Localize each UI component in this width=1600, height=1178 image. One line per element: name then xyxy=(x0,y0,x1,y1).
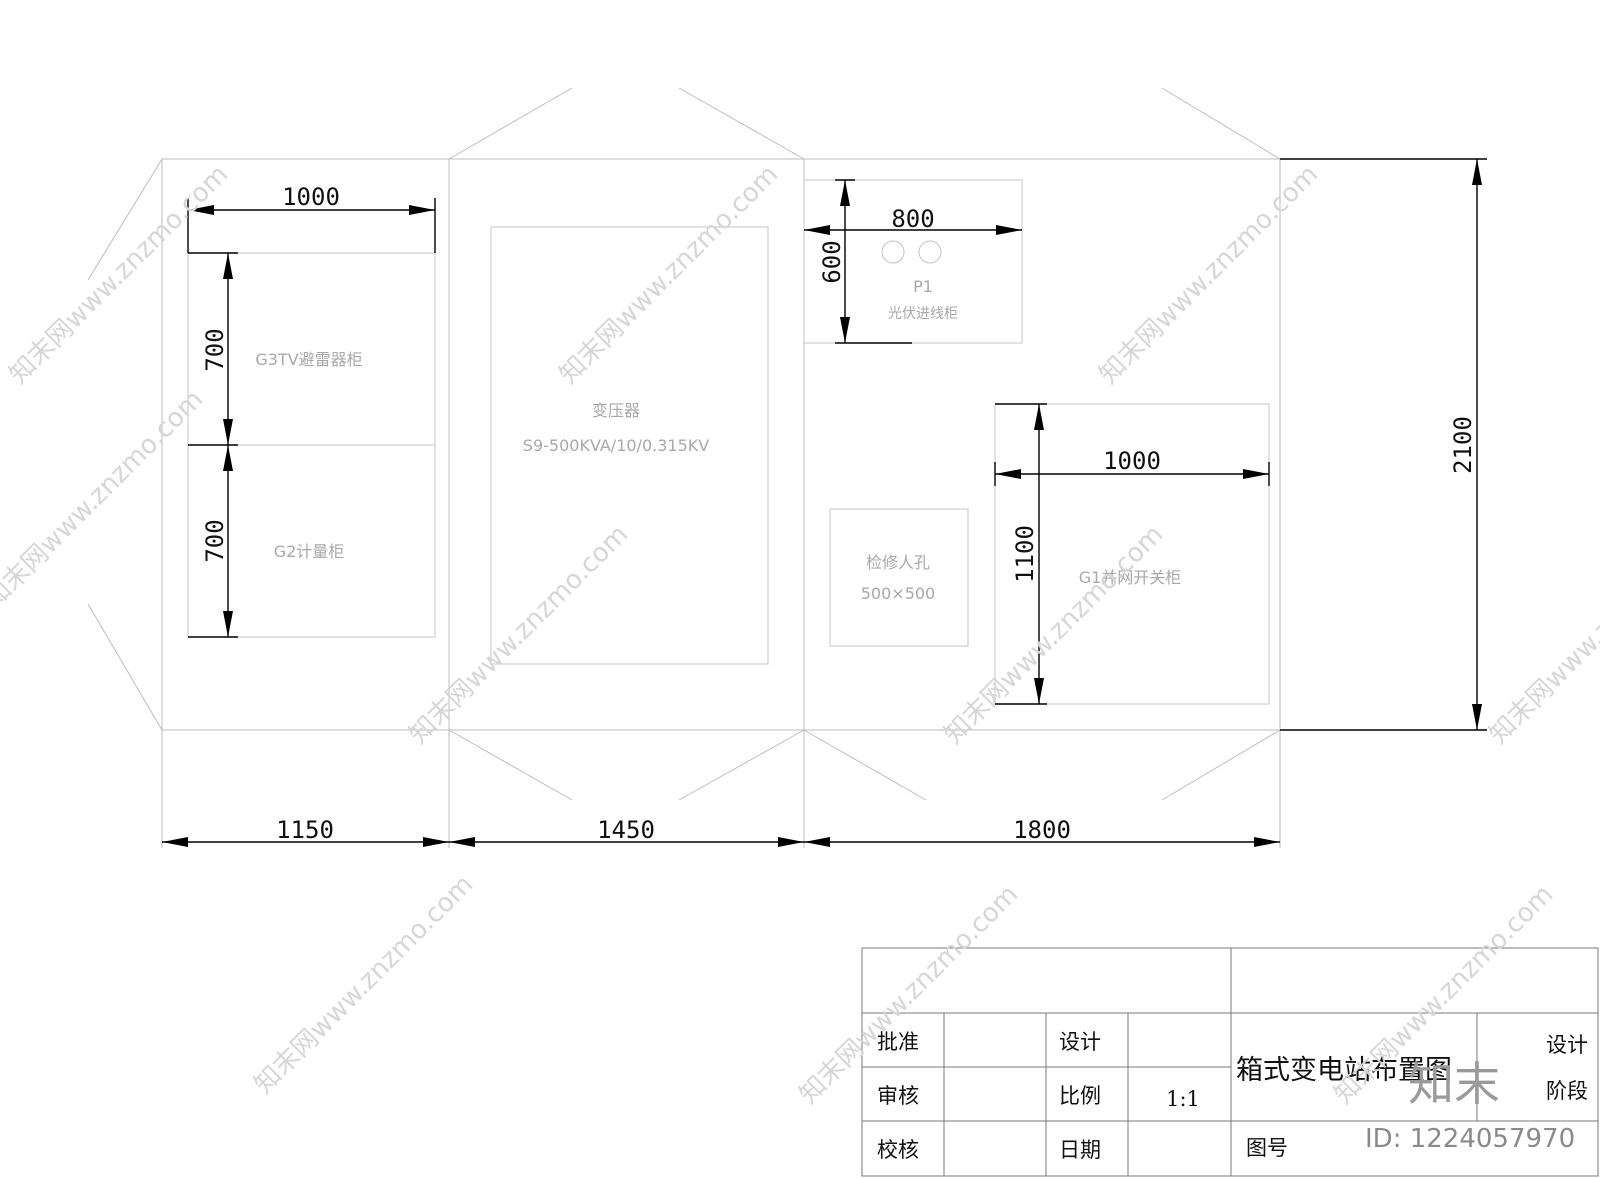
watermark-text: 知末网www.znzmo.com xyxy=(249,869,480,1100)
watermark-text: 知末网www.znzmo.com xyxy=(1484,519,1600,750)
manhole-box xyxy=(829,508,969,647)
g1-cabinet xyxy=(994,403,1270,705)
enclosure-outline xyxy=(87,87,1281,848)
dimension-lines xyxy=(162,158,1487,847)
cabinet-boxes xyxy=(187,179,1270,705)
enclosure-body xyxy=(161,158,1281,731)
dim-p1-width: 800 xyxy=(891,205,934,233)
dim-section-3: 1800 xyxy=(1013,816,1071,844)
watermark-text: 知末网www.znzmo.com xyxy=(794,879,1025,1110)
dim-section-2: 1450 xyxy=(597,816,655,844)
tb-approve: 批准 xyxy=(877,1030,919,1054)
tb-scale-value: 1:1 xyxy=(1166,1087,1200,1111)
p1-terminal-circle xyxy=(918,240,942,264)
roof-line xyxy=(678,87,805,160)
p1-code: P1 xyxy=(913,277,933,296)
watermark-text: 知末网www.znzmo.com xyxy=(554,159,785,390)
watermarks: 知末网www.znzmo.com 知末网www.znzmo.com 知末网www… xyxy=(0,159,1600,1154)
p1-name: 光伏进线柜 xyxy=(888,306,958,322)
transformer-box xyxy=(490,226,769,665)
tb-drawing-no-label: 图号 xyxy=(1246,1136,1288,1160)
watermark-text: 知末网www.znzmo.com xyxy=(939,519,1170,750)
p1-cabinet xyxy=(803,179,1023,344)
dim-p1-height: 600 xyxy=(818,240,846,283)
tb-drawing-title: 箱式变电站布置图 xyxy=(1236,1055,1452,1086)
dim-section-1: 1150 xyxy=(276,816,334,844)
dim-g1-width: 1000 xyxy=(1103,447,1161,475)
transformer-name: 变压器 xyxy=(592,401,640,420)
tb-design: 设计 xyxy=(1059,1030,1101,1054)
roof-line xyxy=(87,158,163,281)
roof-line xyxy=(1161,87,1281,160)
dim-g3-width: 1000 xyxy=(282,183,340,211)
manhole-size: 500×500 xyxy=(861,584,935,603)
roof-line xyxy=(87,603,163,731)
dim-total-height: 2100 xyxy=(1449,416,1477,474)
roof-line xyxy=(448,87,573,160)
dim-g3-height: 700 xyxy=(201,328,229,371)
floor-line xyxy=(678,729,805,801)
g3-label: G3TV避雷器柜 xyxy=(255,350,362,369)
g2-cabinet xyxy=(187,444,436,638)
tb-design-stage-2: 阶段 xyxy=(1546,1079,1588,1103)
tb-scale-label: 比例 xyxy=(1059,1084,1101,1108)
dim-g1-height: 1100 xyxy=(1011,525,1039,583)
tb-design-stage-1: 设计 xyxy=(1546,1033,1588,1057)
watermark-logo: 知末 xyxy=(1408,1057,1500,1111)
dim-g2-height: 700 xyxy=(201,519,229,562)
watermark-text: 知末网www.znzmo.com xyxy=(0,384,209,615)
manhole-name: 检修人孔 xyxy=(866,553,930,572)
p1-terminal-circle xyxy=(881,240,905,264)
tb-check: 校核 xyxy=(877,1138,919,1162)
tb-review: 审核 xyxy=(877,1084,919,1108)
floor-line xyxy=(803,729,927,801)
g1-label: G1并网开关柜 xyxy=(1079,568,1182,587)
title-block: 批准 审核 校核 设计 比例 日期 1:1 箱式变电站布置图 图号 设计 阶段 xyxy=(861,947,1599,1177)
watermark-text: 知末网www.znzmo.com xyxy=(1094,159,1325,390)
watermark-id: ID: 1224057970 xyxy=(1365,1124,1575,1154)
floor-line xyxy=(1161,729,1281,801)
watermark-text: 知末网www.znzmo.com xyxy=(404,519,635,750)
watermark-text: 知末网www.znzmo.com xyxy=(4,159,235,390)
title-block-frame xyxy=(861,947,1599,1177)
g2-label: G2计量柜 xyxy=(274,542,345,561)
transformer-model: S9-500KVA/10/0.315KV xyxy=(523,436,709,455)
cabinet-labels: G3TV避雷器柜 G2计量柜 变压器 S9-500KVA/10/0.315KV … xyxy=(255,277,1181,603)
floor-line xyxy=(448,729,573,801)
tb-date-label: 日期 xyxy=(1059,1138,1101,1162)
dimension-values: 1000 700 700 800 600 1000 1100 2100 1150… xyxy=(201,183,1477,844)
